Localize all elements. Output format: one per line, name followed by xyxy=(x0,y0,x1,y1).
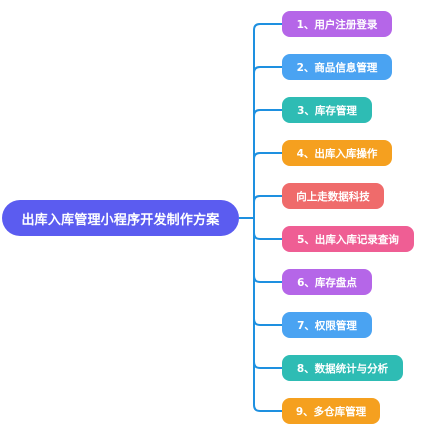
branch-node-9[interactable]: 8、数据统计与分析 xyxy=(282,355,403,381)
branch-connector-7 xyxy=(253,218,282,283)
branch-connector-9 xyxy=(253,218,282,369)
branch-node-1[interactable]: 1、用户注册登录 xyxy=(282,11,392,37)
root-node[interactable]: 出库入库管理小程序开发制作方案 xyxy=(2,200,239,236)
branch-connector-1 xyxy=(253,23,282,218)
branch-connector-8 xyxy=(253,218,282,326)
branch-node-2[interactable]: 2、商品信息管理 xyxy=(282,54,392,80)
branch-node-8[interactable]: 7、权限管理 xyxy=(282,312,372,338)
branch-node-4[interactable]: 4、出库入库操作 xyxy=(282,140,392,166)
branch-connector-10 xyxy=(253,218,282,412)
branch-node-10[interactable]: 9、多仓库管理 xyxy=(282,398,380,424)
branch-node-7[interactable]: 6、库存盘点 xyxy=(282,269,372,295)
branch-node-3[interactable]: 3、库存管理 xyxy=(282,97,372,123)
branch-node-6[interactable]: 5、出库入库记录查询 xyxy=(282,226,414,252)
branch-node-5[interactable]: 向上走数据科技 xyxy=(282,183,384,209)
branch-connector-6 xyxy=(253,218,282,240)
branch-connector-2 xyxy=(253,66,282,218)
branch-connector-5 xyxy=(253,195,282,218)
branch-connector-3 xyxy=(253,109,282,218)
branch-connector-4 xyxy=(253,152,282,218)
